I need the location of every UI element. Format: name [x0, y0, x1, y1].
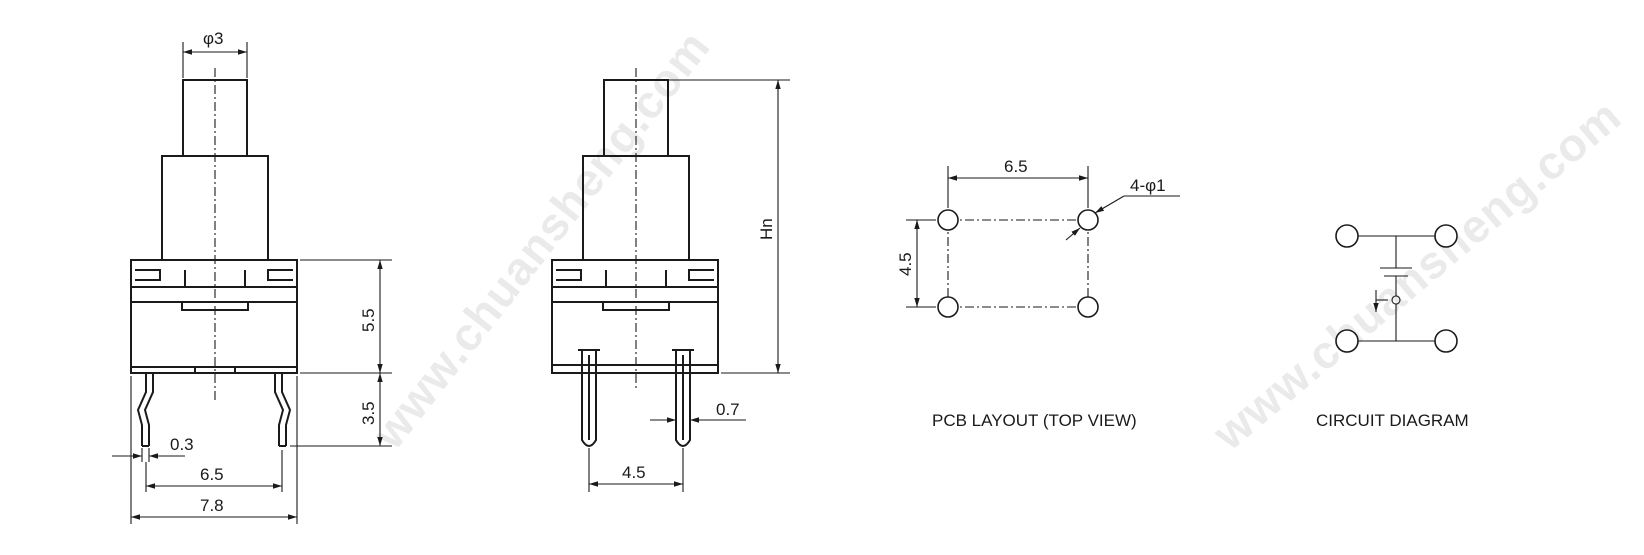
pcb-layout-caption: PCB LAYOUT (TOP VIEW) — [932, 411, 1137, 430]
dim-pcb-holes: 4-φ1 — [1130, 176, 1166, 195]
dim-front-pin-height: 3.5 — [359, 401, 378, 425]
dim-side-total-height: Hn — [757, 218, 776, 240]
side-base — [551, 259, 719, 374]
dim-front-body-width: 7.8 — [200, 496, 224, 515]
pcb-hole — [937, 296, 959, 318]
watermark-right: www.chuansheng.com — [1202, 89, 1630, 460]
dim-front-pin-pitch: 6.5 — [200, 465, 224, 484]
dim-pcb-horizontal: 6.5 — [1004, 157, 1028, 176]
front-base — [130, 259, 298, 374]
watermark-left: www.chuansheng.com — [361, 21, 719, 459]
pcb-layout: 6.5 4.5 4-φ1 PCB LAYOUT (TOP VIEW) — [896, 157, 1180, 430]
side-pin-right — [675, 350, 691, 447]
circuit-terminal — [1434, 224, 1458, 248]
pcb-hole — [937, 209, 959, 231]
dim-pcb-vertical: 4.5 — [896, 252, 915, 276]
svg-text:www.chuansheng.com: www.chuansheng.com — [1202, 89, 1630, 460]
dim-side-pin-pitch: 4.5 — [622, 463, 646, 482]
front-view: φ3 5.5 3.5 0.3 6.5 7.8 — [112, 29, 392, 524]
dim-front-body-height: 5.5 — [359, 308, 378, 332]
pcb-hole — [1077, 209, 1099, 231]
circuit-terminal — [1434, 329, 1458, 353]
front-pin-right — [281, 373, 292, 446]
svg-text:www.chuansheng.com: www.chuansheng.com — [361, 21, 719, 459]
circuit-caption: CIRCUIT DIAGRAM — [1316, 411, 1469, 430]
circuit-terminal — [1335, 224, 1359, 248]
front-pin-left — [136, 373, 147, 446]
dim-side-pin-width: 0.7 — [716, 400, 740, 419]
pcb-hole — [1077, 296, 1099, 318]
side-pin-left — [581, 350, 597, 447]
circuit-terminal — [1335, 329, 1359, 353]
side-view: Hn 0.7 4.5 — [551, 68, 790, 492]
dim-front-diameter: φ3 — [203, 29, 223, 48]
dim-front-pin-thickness: 0.3 — [170, 435, 194, 454]
circuit-diagram: CIRCUIT DIAGRAM — [1316, 224, 1469, 430]
